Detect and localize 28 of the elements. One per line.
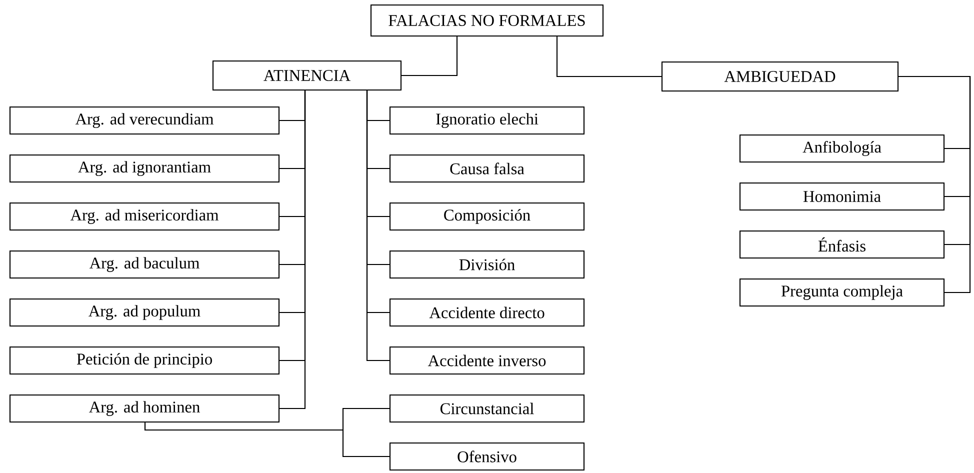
- fallacy-box: Composición: [389, 202, 585, 231]
- fallacy-box: Arg. ad hominen: [9, 394, 280, 423]
- connector-line: [898, 76, 971, 294]
- fallacy-box: Arg. ad misericordiam: [9, 202, 280, 231]
- fallacy-box: Arg. ad populum: [9, 298, 280, 327]
- connector-line: [556, 36, 662, 78]
- category-box: AMBIGUEDAD: [661, 61, 899, 92]
- fallacy-box: Accidente directo: [389, 298, 585, 327]
- fallacy-box: Homonimia: [739, 182, 945, 211]
- fallacy-box: Arg. ad ignorantiam: [9, 154, 280, 183]
- fallacy-box: Pregunta compleja: [739, 278, 945, 307]
- category-box: ATINENCIA: [212, 60, 402, 91]
- connector-line: [366, 90, 390, 362]
- fallacy-box: Ofensivo: [389, 442, 585, 471]
- fallacy-box: Causa falsa: [389, 154, 585, 183]
- fallacy-box: Accidente inverso: [389, 346, 585, 375]
- fallacy-box: Arg. ad baculum: [9, 250, 280, 279]
- fallacy-box: Circunstancial: [389, 394, 585, 423]
- fallacy-box: Anfibología: [739, 134, 945, 163]
- connector-line: [402, 36, 458, 76]
- connector-line: [144, 422, 390, 458]
- fallacy-box: Énfasis: [739, 230, 945, 259]
- connector-line: [280, 90, 306, 410]
- fallacy-box: Petición de principio: [9, 346, 280, 375]
- fallacy-box: División: [389, 250, 585, 279]
- title-box: FALACIAS NO FORMALES: [370, 4, 604, 37]
- fallacy-box: Arg. ad verecundiam: [9, 106, 280, 135]
- fallacy-box: Ignoratio elechi: [389, 106, 585, 135]
